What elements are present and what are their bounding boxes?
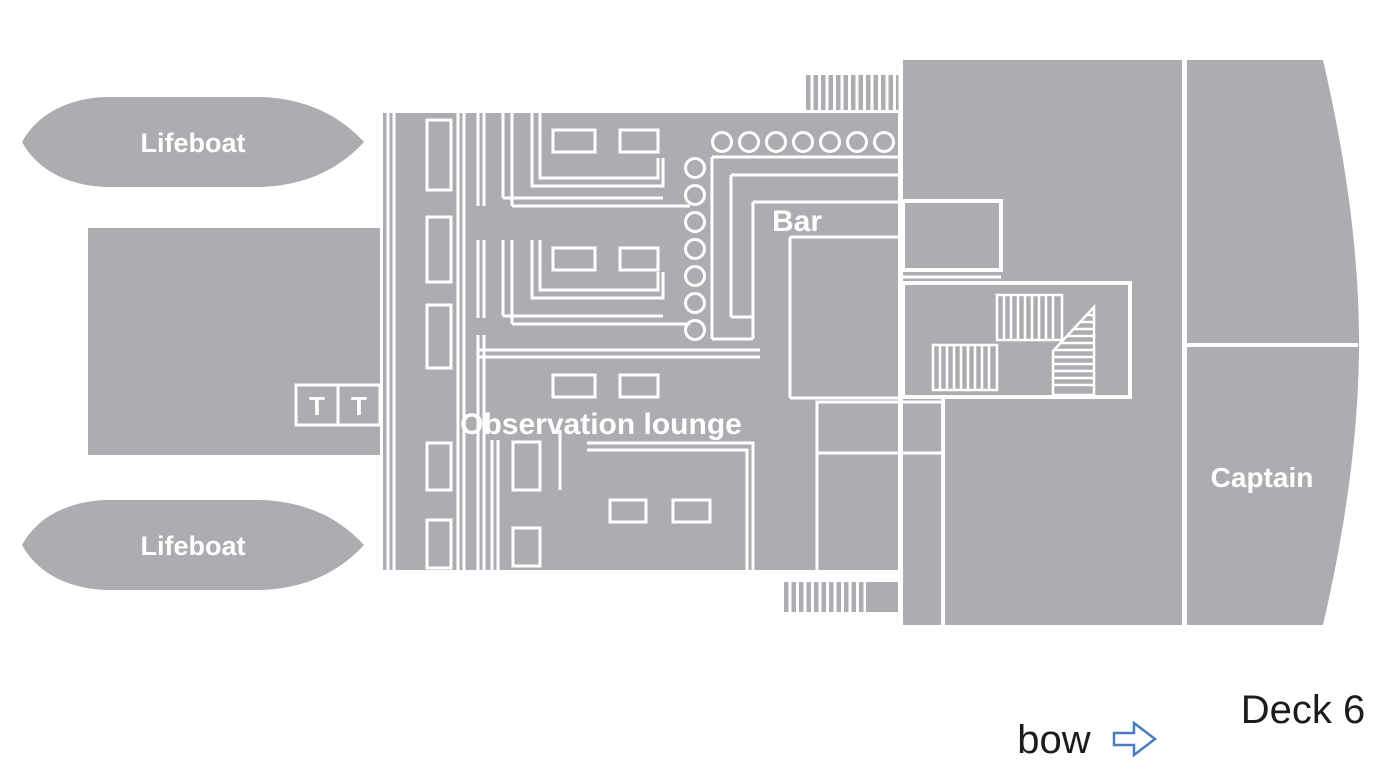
bar-label: Bar (772, 205, 822, 238)
seat (425, 441, 453, 492)
seat (425, 118, 453, 192)
bar-stool (684, 238, 706, 260)
seat (425, 518, 453, 570)
table (618, 246, 660, 272)
sofa-outline (530, 113, 665, 188)
lifeboat-bottom-shape (22, 500, 364, 590)
lifeboat-bottom-label: Lifeboat (141, 531, 246, 561)
sofa-outline (587, 448, 749, 570)
bar-stool (711, 131, 733, 153)
forward-superstructure-block (903, 60, 1182, 625)
stairs-upper (995, 293, 1064, 342)
table (618, 128, 660, 154)
captain-label: Captain (1211, 462, 1314, 493)
table (618, 373, 660, 399)
bar-stool (684, 319, 706, 341)
sofa-outline (587, 441, 755, 570)
lifeboat-top: Lifeboat (22, 97, 364, 187)
bar-stool (684, 265, 706, 287)
seat (425, 215, 453, 284)
table (671, 498, 712, 524)
lifeboat-bottom: Lifeboat (22, 500, 364, 590)
bar-stool (738, 131, 760, 153)
bar-stool (819, 131, 841, 153)
toilet-room-right (336, 383, 382, 427)
toilet-left-label: T (309, 391, 325, 421)
table (551, 128, 597, 154)
bar-area: Bar (684, 131, 898, 400)
bow-arrow-icon (1112, 720, 1158, 758)
bar-stool (684, 211, 706, 233)
lifeboat-top-label: Lifeboat (141, 128, 246, 158)
observation-lounge-area (383, 113, 898, 570)
bow-direction: bow (1017, 718, 1158, 762)
table (551, 373, 597, 399)
observation-lounge-label: Observation lounge (460, 408, 742, 441)
bar-stool (684, 184, 706, 206)
lifeboat-top-shape (22, 97, 364, 187)
sofa-outline (538, 113, 660, 180)
bar-stool (846, 131, 868, 153)
toilet-right-label: T (351, 391, 367, 421)
vestibule-room (815, 400, 945, 455)
bar-stool (873, 131, 895, 153)
stairwell (901, 281, 1132, 399)
forward-room (901, 199, 1003, 279)
sofa-outline (538, 240, 660, 292)
bow-section (1187, 60, 1359, 625)
seat (511, 526, 542, 568)
stairwell-outline (901, 281, 1132, 399)
table (551, 246, 597, 272)
forward-room-outline (901, 199, 1003, 272)
stairs-landing (1051, 303, 1096, 397)
seat (511, 440, 542, 492)
bar-stool (792, 131, 814, 153)
seat (425, 303, 453, 370)
toilet-rooms: T T (294, 383, 382, 427)
bar-stools-column (684, 157, 706, 341)
gangway-hatch-bottom (784, 582, 898, 612)
lounge-furniture (386, 113, 819, 570)
bar-stools-row (711, 131, 895, 153)
stairs-lower (931, 343, 999, 392)
bar-stool (684, 292, 706, 314)
bow-label: bow (1017, 718, 1090, 762)
bar-stool (765, 131, 787, 153)
table (608, 498, 648, 524)
gangway-hatch-top (806, 75, 899, 110)
bar-stool (684, 157, 706, 179)
sofa-outline (530, 240, 665, 300)
port-superstructure-block (88, 228, 380, 455)
bar-servery (788, 235, 898, 400)
deck-title: Deck 6 (1241, 688, 1366, 732)
bar-counter (710, 155, 898, 341)
